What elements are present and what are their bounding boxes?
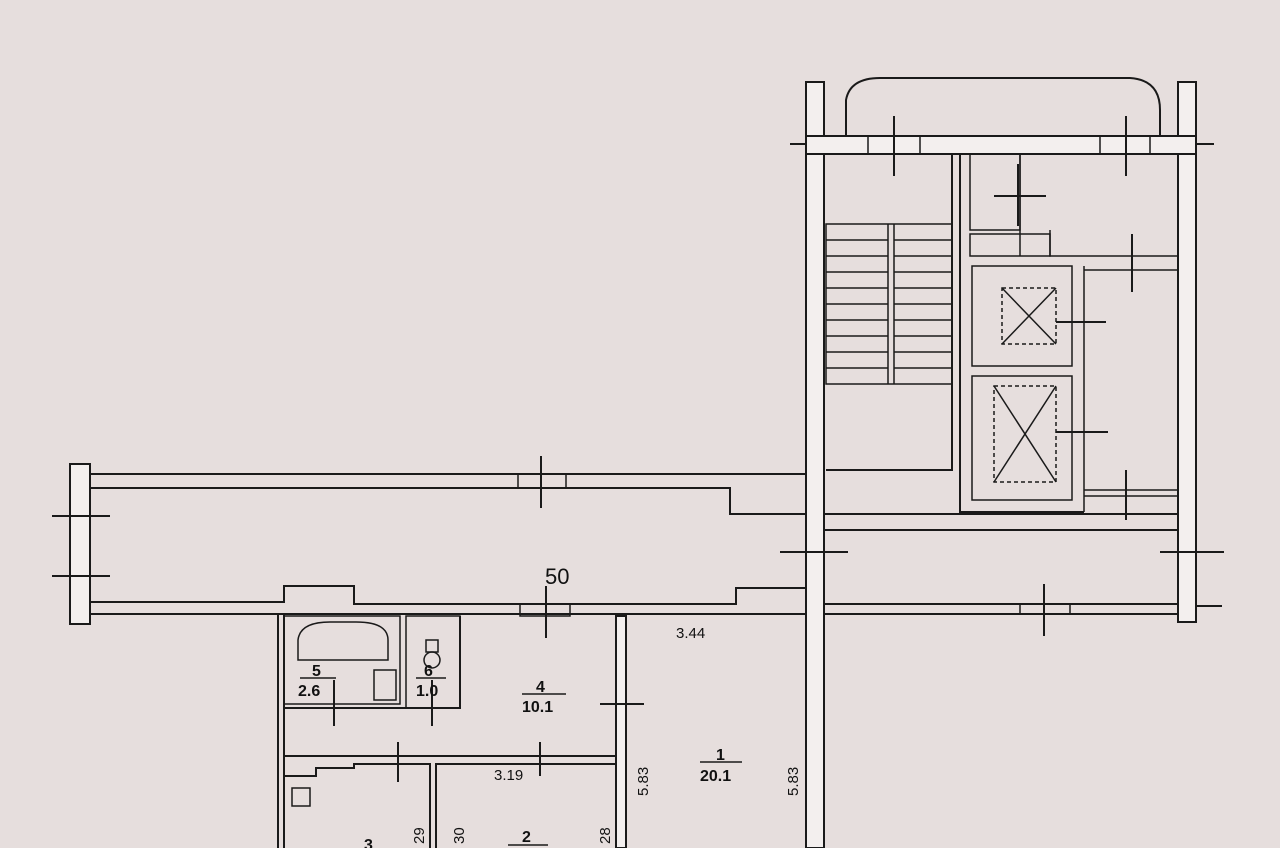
room-5-number: 5 [312,663,321,680]
room-6-area: 1.0 [416,683,438,700]
dim-5-83-right: 5.83 [785,767,802,796]
dim-3-19: 3.19 [494,767,523,784]
dim-5-83-left: 5.83 [635,767,652,796]
dim-29: 29 [411,827,428,844]
room-1-number: 1 [716,747,725,764]
core-walls [790,77,1214,848]
room-3-number: 3 [364,837,373,848]
room-6-number: 6 [424,663,433,680]
dim-3-44: 3.44 [676,625,705,642]
dim-28: 28 [597,827,614,844]
room-4-area: 10.1 [522,699,553,716]
room-1-area: 20.1 [700,768,731,785]
corridor [52,456,1224,638]
room-4-number: 4 [536,679,545,696]
apartment [277,614,644,848]
room-5-area: 2.6 [298,683,320,700]
dim-30: 30 [451,827,468,844]
lift-shafts [969,153,1178,520]
room-2-number: 2 [522,829,531,846]
labels: 50 3.44 4 10.1 5 2.6 6 1.0 1 20.1 3.19 5… [298,564,802,848]
corridor-number: 50 [545,564,569,589]
staircase [825,154,1084,513]
